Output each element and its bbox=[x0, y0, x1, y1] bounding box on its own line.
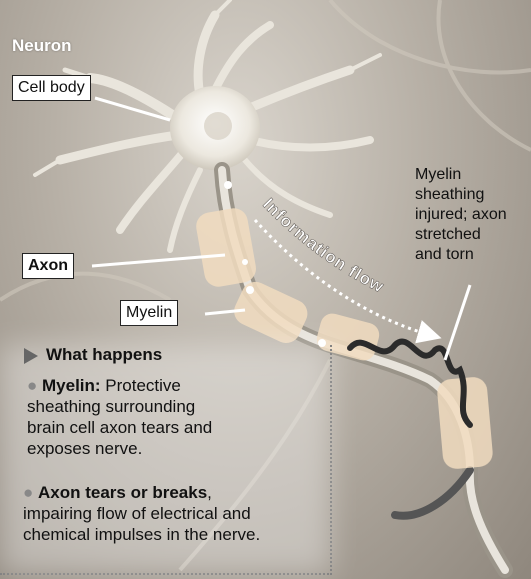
myelin-label: Myelin bbox=[120, 300, 178, 326]
item-line: brain cell axon tears and bbox=[27, 417, 212, 438]
injury-note: Myelin sheathing injured; axon stretched… bbox=[415, 165, 531, 265]
bullet-icon: ● bbox=[27, 376, 37, 395]
item-text: , bbox=[207, 483, 212, 502]
item-line: sheathing surrounding bbox=[27, 396, 212, 417]
bullet-icon: ● bbox=[23, 483, 33, 502]
item-line: impairing flow of electrical and bbox=[23, 503, 260, 524]
injury-note-line: stretched bbox=[415, 225, 531, 245]
axon-label: Axon bbox=[22, 253, 74, 279]
diagram-title: Neuron bbox=[12, 36, 72, 56]
axon-branch bbox=[395, 470, 470, 516]
item-text: Protective bbox=[101, 376, 181, 395]
what-happens-heading: What happens bbox=[46, 345, 162, 365]
item-line: chemical impulses in the nerve. bbox=[23, 524, 260, 545]
what-happens-item: ● Myelin: Protective sheathing surroundi… bbox=[27, 375, 212, 459]
item-line: exposes nerve. bbox=[27, 438, 212, 459]
what-happens-panel: What happens ● Myelin: Protective sheath… bbox=[0, 345, 332, 575]
heading-arrow-icon bbox=[24, 348, 38, 364]
injury-note-line: Myelin bbox=[415, 165, 531, 185]
item-bold: Myelin: bbox=[42, 376, 101, 395]
injury-note-line: and torn bbox=[415, 245, 531, 265]
injury-pointer bbox=[445, 285, 470, 360]
injury-note-line: injured; axon bbox=[415, 205, 531, 225]
nucleus bbox=[204, 112, 232, 140]
item-bold: Axon tears or breaks bbox=[38, 483, 207, 502]
injury-note-line: sheathing bbox=[415, 185, 531, 205]
what-happens-item: ● Axon tears or breaks, impairing flow o… bbox=[23, 482, 260, 545]
cell-body-label: Cell body bbox=[12, 75, 91, 101]
